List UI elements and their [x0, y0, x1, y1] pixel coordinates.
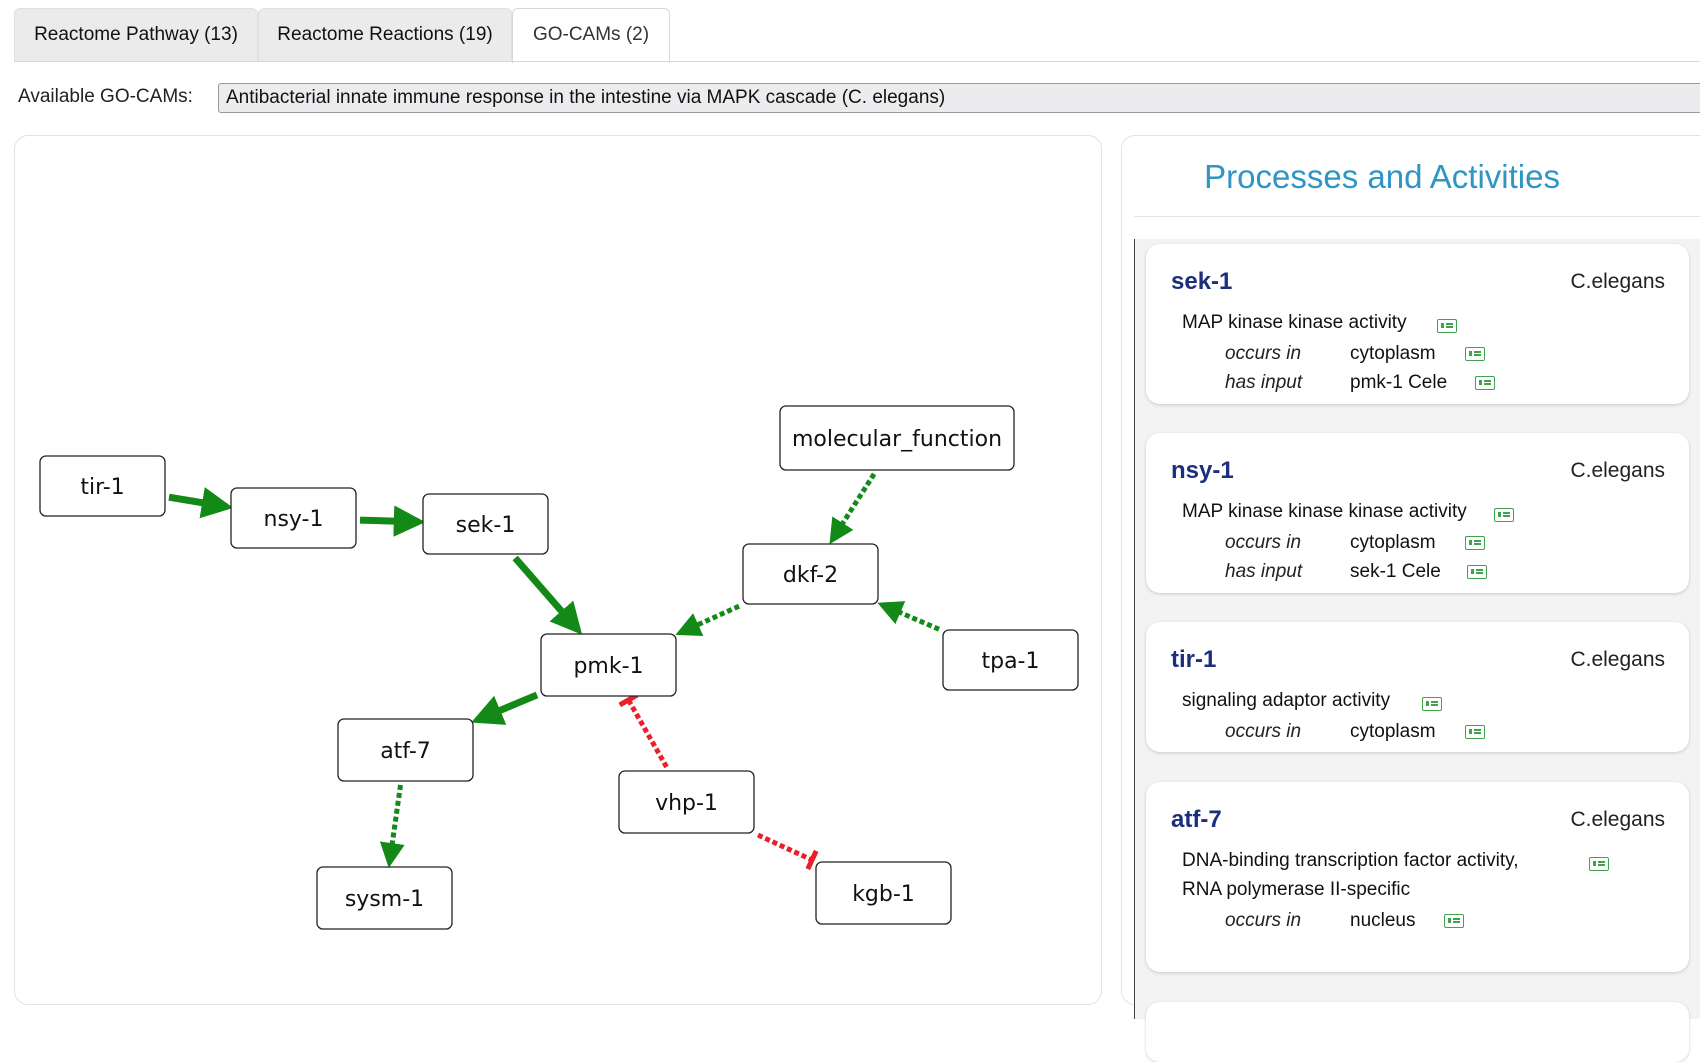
- title-divider: [1134, 216, 1700, 217]
- graph-node-box[interactable]: [422, 493, 549, 555]
- graph-node-dkf-2[interactable]: dkf-2: [742, 543, 879, 605]
- species-label: C.elegans: [1570, 459, 1665, 482]
- activity-card-nsy-1: nsy-1 C.elegans MAP kinase kinase kinase…: [1146, 433, 1689, 593]
- function-label[interactable]: DNA-binding transcription factor activit…: [1182, 850, 1519, 871]
- panel-title: Processes and Activities: [1204, 158, 1560, 195]
- gocam-select-label: Available GO-CAMs:: [18, 86, 193, 107]
- relation-label: occurs in: [1225, 343, 1302, 364]
- gocam-graph-panel: tir-1 nsy-1 sek-1 molecular_function dkf-2 tp…: [14, 135, 1102, 1005]
- evidence-card-icon[interactable]: [1465, 347, 1485, 361]
- graph-node-pmk-1[interactable]: pmk-1: [540, 633, 677, 697]
- graph-node-label: kgb-1: [852, 882, 915, 907]
- function-label[interactable]: signaling adaptor activity: [1182, 690, 1391, 711]
- graph-edge-pmk-1-to-atf-7[interactable]: [471, 691, 539, 725]
- activity-cards-list[interactable]: sek-1 C.elegans MAP kinase kinase activi…: [1134, 239, 1700, 1062]
- gene-link[interactable]: sek-1: [1171, 268, 1233, 295]
- graph-node-box[interactable]: [942, 629, 1079, 691]
- relation-value[interactable]: cytoplasm: [1350, 343, 1436, 364]
- relation-label: has input: [1225, 561, 1303, 582]
- activity-card-tir-1: tir-1 C.elegans signaling adaptor activi…: [1146, 622, 1689, 752]
- gene-link[interactable]: atf-7: [1171, 806, 1222, 833]
- evidence-card-icon[interactable]: [1465, 536, 1485, 550]
- gocam-select[interactable]: Antibacterial innate immune response in …: [218, 83, 1700, 113]
- graph-node-vhp-1[interactable]: vhp-1: [618, 770, 755, 834]
- gene-link[interactable]: nsy-1: [1171, 457, 1234, 484]
- relation-value[interactable]: cytoplasm: [1350, 721, 1436, 742]
- evidence-card-icon[interactable]: [1465, 725, 1485, 739]
- relation-label: has input: [1225, 372, 1303, 393]
- tab-reactome-pathway[interactable]: Reactome Pathway (13): [14, 8, 258, 61]
- function-label[interactable]: MAP kinase kinase activity: [1182, 312, 1407, 333]
- evidence-card-icon[interactable]: [1467, 565, 1487, 579]
- evidence-card-icon[interactable]: [1437, 319, 1457, 333]
- graph-node-label: tir-1: [80, 475, 124, 500]
- species-label: C.elegans: [1570, 648, 1665, 671]
- tab-divider: [14, 61, 1700, 62]
- graph-node-box[interactable]: [742, 543, 879, 605]
- graph-edge-dkf-2-to-pmk-1[interactable]: [675, 603, 741, 636]
- inhibit-bar-pmk-1: [618, 692, 639, 708]
- relation-label: occurs in: [1225, 532, 1302, 553]
- graph-node-label: sek-1: [456, 513, 516, 538]
- graph-node-label: pmk-1: [573, 654, 643, 679]
- evidence-card-icon[interactable]: [1475, 376, 1495, 390]
- graph-edge-sek-1-to-pmk-1[interactable]: [512, 555, 583, 635]
- graph-node-sek-1[interactable]: sek-1: [422, 493, 549, 555]
- relation-value[interactable]: pmk-1 Cele: [1350, 372, 1448, 393]
- graph-node-kgb-1[interactable]: kgb-1: [815, 861, 952, 925]
- activity-card-sek-1: sek-1 C.elegans MAP kinase kinase activi…: [1146, 244, 1689, 404]
- graph-node-box[interactable]: [815, 861, 952, 925]
- inhibit-bar-kgb-1: [805, 849, 819, 871]
- relation-label: occurs in: [1225, 910, 1302, 931]
- graph-node-nsy-1[interactable]: nsy-1: [230, 487, 357, 549]
- evidence-card-icon[interactable]: [1422, 697, 1442, 711]
- graph-node-box[interactable]: [316, 866, 453, 930]
- relation-value[interactable]: sek-1 Cele: [1350, 561, 1441, 582]
- function-label[interactable]: MAP kinase kinase kinase activity: [1182, 501, 1467, 522]
- graph-node-tpa-1[interactable]: tpa-1: [942, 629, 1079, 691]
- tab-bar: Reactome Pathway (13) Reactome Reactions…: [0, 0, 1700, 63]
- graph-node-box[interactable]: [779, 405, 1015, 471]
- activity-card-partial: [1146, 1002, 1689, 1062]
- graph-node-sysm-1[interactable]: sysm-1: [316, 866, 453, 930]
- graph-node-label: dkf-2: [783, 563, 838, 588]
- graph-node-box[interactable]: [618, 770, 755, 834]
- graph-node-box[interactable]: [337, 718, 474, 782]
- graph-edge-tir-1-to-nsy-1[interactable]: [168, 487, 234, 519]
- function-label-continued[interactable]: RNA polymerase II-specific: [1182, 879, 1411, 900]
- graph-node-atf-7[interactable]: atf-7: [337, 718, 474, 782]
- processes-activities-panel: Processes and Activities sek-1 C.elegans…: [1121, 135, 1700, 1062]
- graph-node-box[interactable]: [230, 487, 357, 549]
- graph-node-label: vhp-1: [655, 791, 718, 816]
- evidence-card-icon[interactable]: [1444, 914, 1464, 928]
- graph-node-label: atf-7: [380, 739, 431, 764]
- species-label: C.elegans: [1570, 270, 1665, 293]
- relation-label: occurs in: [1225, 721, 1302, 742]
- graph-node-molecular_function[interactable]: molecular_function: [779, 405, 1015, 471]
- graph-node-label: molecular_function: [792, 427, 1002, 452]
- relation-value[interactable]: nucleus: [1350, 910, 1416, 931]
- graph-edge-tpa-1-to-dkf-2[interactable]: [877, 601, 940, 632]
- species-label: C.elegans: [1570, 808, 1665, 831]
- graph-edge-vhp-1-to-kgb-1[interactable]: [756, 832, 814, 863]
- graph-edge-vhp-1-to-pmk-1[interactable]: [626, 698, 669, 769]
- graph-node-label: sysm-1: [345, 887, 424, 912]
- graph-node-label: tpa-1: [981, 649, 1039, 674]
- graph-edge-molecular_function-to-dkf-2[interactable]: [829, 472, 877, 545]
- activity-card-atf-7: atf-7 C.elegans DNA-binding transcriptio…: [1146, 782, 1689, 972]
- evidence-card-icon[interactable]: [1494, 508, 1514, 522]
- gene-link[interactable]: tir-1: [1171, 646, 1217, 673]
- tab-reactome-reactions[interactable]: Reactome Reactions (19): [258, 8, 512, 61]
- relation-value[interactable]: cytoplasm: [1350, 532, 1436, 553]
- graph-edge-atf-7-to-sysm-1[interactable]: [379, 784, 405, 868]
- graph-node-box[interactable]: [39, 455, 166, 517]
- tab-go-cams[interactable]: GO-CAMs (2): [512, 8, 670, 63]
- graph-node-box[interactable]: [540, 633, 677, 697]
- evidence-card-icon[interactable]: [1589, 857, 1609, 871]
- gocam-graph[interactable]: tir-1 nsy-1 sek-1 molecular_function dkf-2 tp…: [15, 136, 1103, 996]
- graph-edge-nsy-1-to-sek-1[interactable]: [359, 505, 426, 537]
- graph-node-label: nsy-1: [264, 507, 324, 532]
- graph-node-tir-1[interactable]: tir-1: [39, 455, 166, 517]
